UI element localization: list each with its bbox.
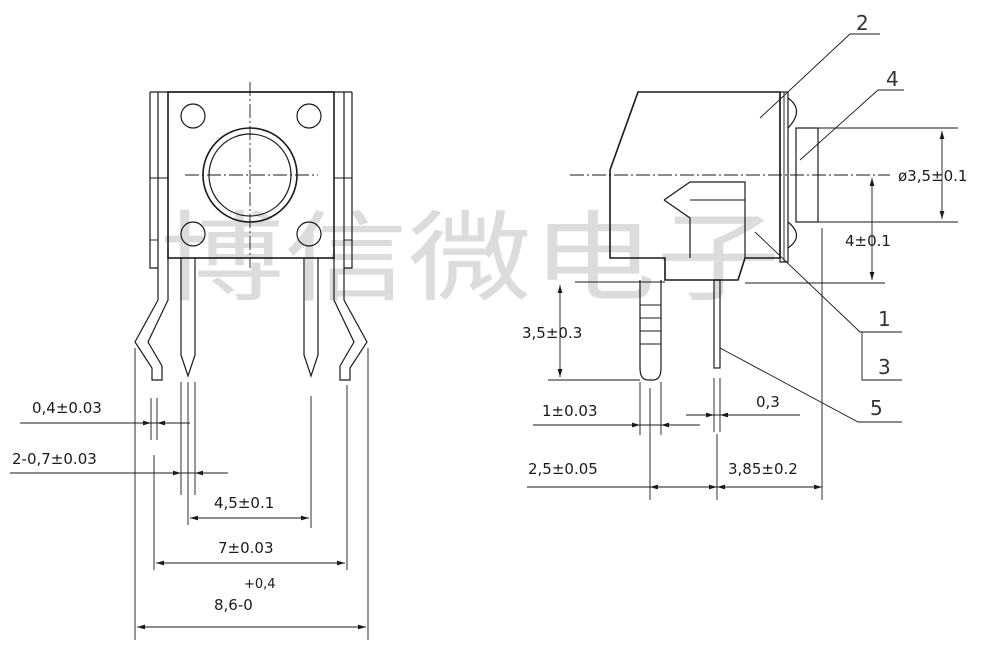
callout-3: 3	[878, 355, 891, 379]
side-pin	[639, 280, 662, 381]
side-view: ø3,5±0.1 4±0.1 3,5±0.3 1±0.03 0,3 2,5±0.…	[522, 11, 967, 500]
side-inner-lever	[663, 181, 746, 258]
dim-pin-spacing-inner: 4,5±0.1	[214, 494, 274, 512]
mount-hole-br	[296, 221, 322, 247]
side-tab	[713, 279, 721, 369]
front-pin-left	[180, 258, 196, 378]
dim-tab-offset: 3,85±0.2	[728, 460, 798, 478]
dim-overall-width: 8,6-0	[214, 596, 253, 614]
side-bump-top	[787, 97, 798, 129]
dim-pin-length: 3,5±0.3	[522, 324, 582, 342]
dim-side-pin-width: 1±0.03	[542, 402, 598, 420]
dim-button-diameter: ø3,5±0.1	[898, 167, 967, 185]
side-bump-bottom	[787, 221, 798, 249]
dim-tab-thickness: 0,3	[756, 393, 780, 411]
front-view: 0,4±0.03 2-0,7±0.03 4,5±0.1 7±0.03 +0,4 …	[10, 82, 369, 640]
dim-pin-width: 2-0,7±0.03	[12, 450, 97, 468]
switch-body	[167, 91, 335, 259]
callout-5: 5	[870, 396, 883, 420]
callout-4: 4	[886, 67, 899, 91]
dim-button-height: 4±0.1	[845, 232, 891, 250]
mount-hole-tl	[180, 103, 206, 129]
watermark-text: 博信微电子	[160, 202, 780, 316]
dim-overall-width-tolerance: +0,4	[244, 577, 276, 592]
callout-2: 2	[856, 11, 869, 35]
front-pin-right	[303, 258, 319, 378]
mount-hole-bl	[180, 221, 206, 247]
dim-pin-offset: 2,5±0.05	[528, 460, 598, 478]
dim-pin-spacing-outer: 7±0.03	[218, 539, 274, 557]
dim-lead-thickness: 0,4±0.03	[32, 399, 102, 417]
mount-hole-tr	[296, 103, 322, 129]
callout-1: 1	[878, 307, 891, 331]
